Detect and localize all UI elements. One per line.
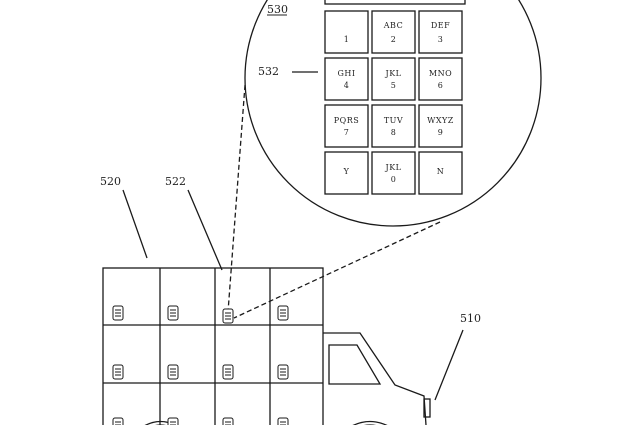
- ref-label-530: 530: [267, 3, 288, 16]
- key-2: [371, 10, 416, 54]
- key-5-letters: JKL: [385, 69, 402, 78]
- wheel-front: [352, 420, 388, 425]
- key-0-digit: 0: [391, 175, 397, 184]
- key-y: [324, 151, 369, 195]
- key-7-letters: PQRS: [334, 116, 359, 125]
- key-n: [418, 151, 463, 195]
- key-y-label: Y: [343, 167, 350, 176]
- key-9: [418, 104, 463, 148]
- key-3-digit: 3: [438, 35, 444, 44]
- magnify-dash-line-left: [227, 84, 246, 313]
- locker-keypad-icon: [222, 308, 234, 324]
- wheel-rear: [144, 420, 177, 425]
- keypad-grid: [324, 10, 463, 195]
- key-2-digit: 2: [391, 35, 397, 44]
- leader-510: [434, 329, 464, 401]
- locker-keypad-icon: [222, 364, 234, 380]
- key-9-letters: WXYZ: [427, 116, 454, 125]
- locker-bank: [102, 267, 324, 425]
- key-7: [324, 104, 369, 148]
- key-9-digit: 9: [438, 128, 444, 137]
- ref-label-522: 522: [165, 175, 186, 188]
- key-3: [418, 10, 463, 54]
- key-6-letters: MNO: [429, 69, 452, 78]
- locker-keypad-icon: [167, 305, 179, 321]
- key-2-letters: ABC: [383, 21, 403, 30]
- locker-keypad-icon: [112, 305, 124, 321]
- key-8-letters: TUV: [384, 116, 403, 125]
- locker-keypad-icon: [277, 417, 289, 425]
- leader-522: [187, 189, 223, 271]
- ref-label-532: 532: [258, 65, 279, 78]
- key-1: [324, 10, 369, 54]
- key-0-letters: JKL: [385, 163, 402, 172]
- key-0: [371, 151, 416, 195]
- key-5-digit: 5: [391, 81, 397, 90]
- key-3-letters: DEF: [431, 21, 450, 30]
- locker-keypad-icon: [167, 364, 179, 380]
- locker-keypad-icon: [222, 417, 234, 425]
- key-4-digit: 4: [344, 81, 350, 90]
- vehicle-cab: [323, 332, 431, 425]
- keypad-partial-row: [324, 0, 466, 5]
- key-4: [324, 57, 369, 101]
- key-6: [418, 57, 463, 101]
- key-4-letters: GHI: [337, 69, 355, 78]
- locker-keypad-icon: [167, 417, 179, 425]
- leader-520: [122, 189, 148, 259]
- locker-keypad-icon: [112, 364, 124, 380]
- key-8-digit: 8: [391, 128, 397, 137]
- key-7-digit: 7: [344, 128, 350, 137]
- key-1-digit: 1: [344, 35, 350, 44]
- ref-label-510: 510: [460, 312, 481, 325]
- locker-keypad-icon: [277, 364, 289, 380]
- key-6-digit: 6: [438, 81, 444, 90]
- key-8: [371, 104, 416, 148]
- keypad-labels: 1 ABC 2 DEF 3 GHI 4 JKL 5 MNO 6 PQRS 7 T…: [334, 21, 454, 184]
- key-5: [371, 57, 416, 101]
- locker-keypads: [112, 305, 289, 425]
- magnified-keypad-circle: [244, 0, 542, 227]
- locker-keypad-icon: [277, 305, 289, 321]
- magnify-dash-line-right: [233, 221, 441, 319]
- locker-keypad-icon: [112, 417, 124, 425]
- key-n-label: N: [437, 167, 445, 176]
- ref-label-520: 520: [100, 175, 121, 188]
